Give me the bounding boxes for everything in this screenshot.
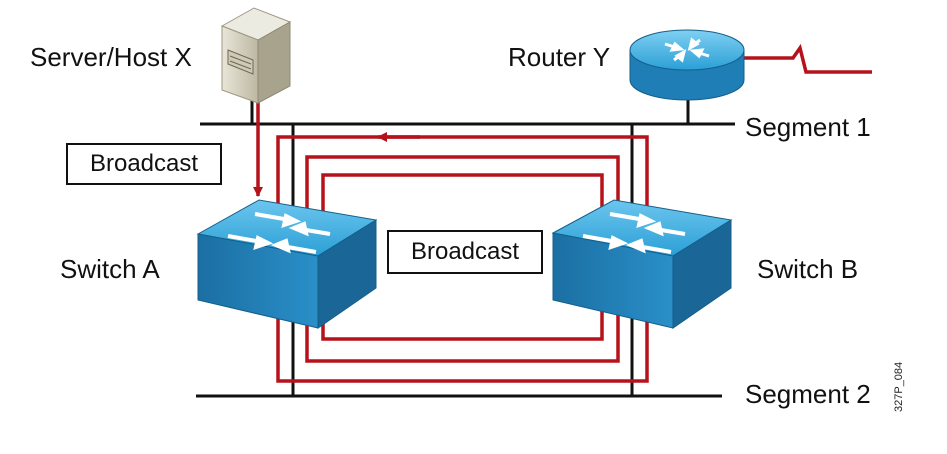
router-label: Router Y — [508, 42, 611, 72]
switch-b-icon — [551, 199, 733, 329]
segment-2-label: Segment 2 — [745, 379, 871, 409]
segment-1-label: Segment 1 — [745, 112, 871, 142]
server-icon — [220, 7, 292, 104]
broadcast-label-center: Broadcast — [387, 230, 543, 274]
switch-b-label: Switch B — [757, 254, 859, 284]
figure-code: 327P_084 — [893, 361, 905, 412]
router-wan-link — [740, 43, 872, 74]
server-label: Server/Host X — [30, 42, 192, 72]
broadcast-label-left: Broadcast — [66, 143, 222, 185]
switch-a-label: Switch A — [60, 254, 160, 284]
switch-a-icon — [196, 199, 378, 329]
router-icon — [629, 29, 745, 101]
